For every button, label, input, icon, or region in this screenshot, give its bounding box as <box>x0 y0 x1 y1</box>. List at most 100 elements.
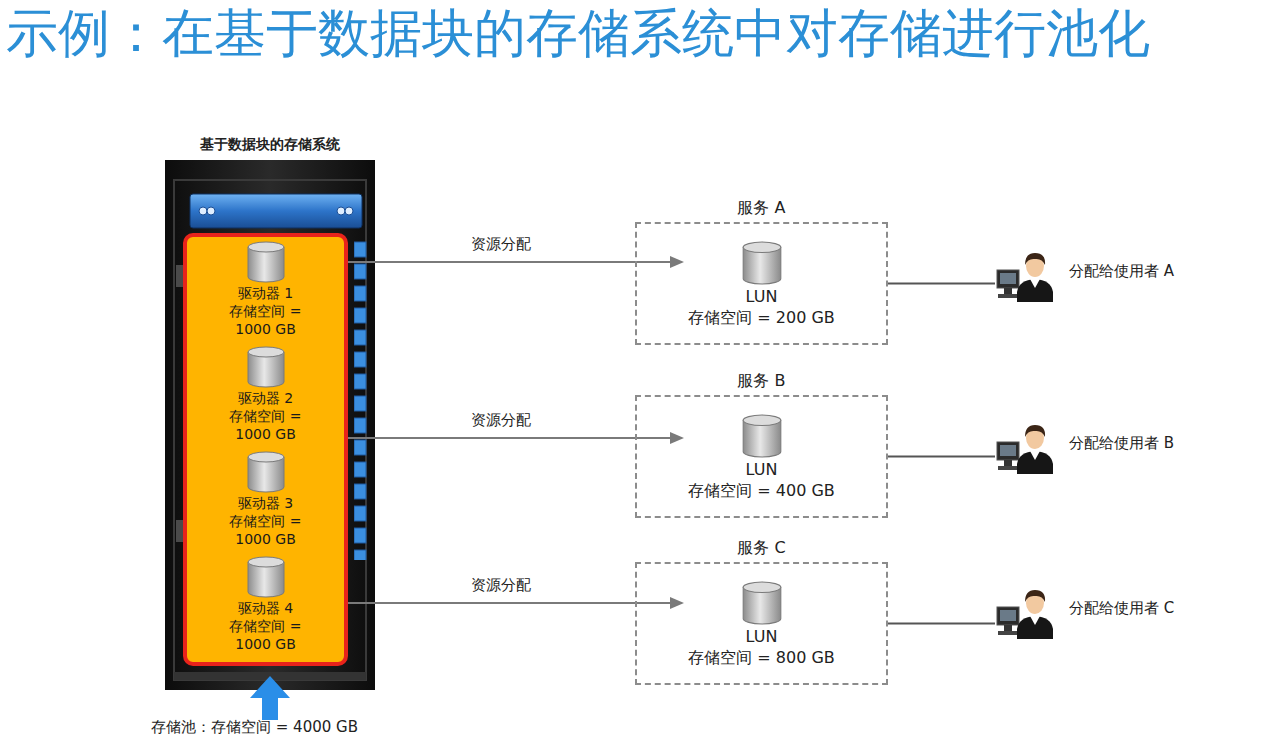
drive-top <box>743 582 781 592</box>
lun-text: 存储空间 = 800 GB <box>684 647 839 668</box>
lun-text: LUN <box>684 626 839 647</box>
person-hair <box>1025 253 1045 265</box>
drive-icon <box>246 450 286 494</box>
drive-node: 驱动器 3存储空间 = 1000 GB <box>187 450 344 555</box>
monitor-screen <box>1000 610 1016 621</box>
rack-node: 基于数据块的存储系统存储池：存储空间 = 4000 GB驱动器 1存储空间 = … <box>165 160 375 690</box>
monitor <box>997 270 1019 288</box>
rack-frame <box>174 180 366 680</box>
person-collar <box>1030 279 1040 288</box>
keyboard <box>998 631 1020 635</box>
connector-line <box>348 602 672 604</box>
connector <box>348 597 684 609</box>
drive-node: 驱动器 4存储空间 = 1000 GB <box>187 555 344 660</box>
arrow-head <box>670 256 684 268</box>
drive-text: 驱动器 4 <box>187 599 344 617</box>
drive-icon <box>246 555 286 599</box>
user-label: 分配给使用者 C <box>1069 598 1174 618</box>
drive-top <box>743 242 781 252</box>
connector-line <box>888 456 995 458</box>
user-node: 分配给使用者 A <box>995 248 1174 302</box>
edge-label: 资源分配 <box>468 575 534 595</box>
drive-text: 驱动器 2 <box>187 389 344 407</box>
arrow-head <box>670 432 684 444</box>
arrow-head <box>670 597 684 609</box>
system-heading: 基于数据块的存储系统 <box>165 134 375 154</box>
connector-line <box>888 283 995 285</box>
person-hair <box>1025 590 1045 602</box>
monitor-screen <box>1000 273 1016 284</box>
monitor-stand <box>1004 460 1012 466</box>
person-body <box>1017 451 1053 474</box>
lun-node: LUN存储空间 = 800 GB <box>684 580 839 668</box>
monitor <box>997 607 1019 625</box>
connector <box>348 432 684 444</box>
user-icon <box>995 248 1057 302</box>
rack-top-bar <box>190 194 362 228</box>
drive-text: 存储空间 = 1000 GB <box>216 512 316 548</box>
person-body <box>1017 279 1053 302</box>
lun-text: LUN <box>684 286 839 307</box>
drive-top <box>248 557 284 567</box>
person-collar <box>1030 616 1040 625</box>
lun-text: LUN <box>684 459 839 480</box>
drive-node: 驱动器 1存储空间 = 1000 GB <box>187 240 344 345</box>
user-label: 分配给使用者 A <box>1069 261 1174 281</box>
drive-top <box>248 347 284 357</box>
monitor <box>997 442 1019 460</box>
connector-line <box>888 623 995 625</box>
rack-body <box>165 160 375 690</box>
service-heading: 服务 C <box>637 537 886 559</box>
page-title: 示例：在基于数据块的存储系统中对存储进行池化 <box>6 2 1150 64</box>
connector <box>348 256 684 268</box>
service-heading: 服务 A <box>637 197 886 219</box>
rack-bar-knob <box>345 207 353 215</box>
person-collar <box>1030 451 1040 460</box>
rack-bar-knob <box>199 207 207 215</box>
drive-text: 驱动器 1 <box>187 284 344 302</box>
drive-text: 存储空间 = 1000 GB <box>216 302 316 338</box>
service-heading: 服务 B <box>637 370 886 392</box>
drive-text: 存储空间 = 1000 GB <box>216 617 316 653</box>
connector <box>888 623 995 624</box>
lun-node: LUN存储空间 = 400 GB <box>684 413 839 501</box>
lun-text: 存储空间 = 400 GB <box>684 480 839 501</box>
svc-node: 服务 CLUN存储空间 = 800 GB <box>635 562 888 685</box>
user-node: 分配给使用者 C <box>995 585 1174 639</box>
monitor-screen <box>1000 445 1016 456</box>
person-hair <box>1025 425 1045 437</box>
pool-caption: 存储池：存储空间 = 4000 GB <box>151 718 358 736</box>
keyboard <box>998 466 1020 470</box>
pool-pointer-arrow <box>250 676 290 720</box>
drive-icon <box>740 580 784 626</box>
drive-text: 存储空间 = 1000 GB <box>216 407 316 443</box>
drive-top <box>248 452 284 462</box>
drive-icon <box>740 240 784 286</box>
monitor-stand <box>1004 625 1012 631</box>
monitor-stand <box>1004 288 1012 294</box>
user-node: 分配给使用者 B <box>995 420 1174 474</box>
drive-icon <box>740 413 784 459</box>
svc-node: 服务 ALUN存储空间 = 200 GB <box>635 222 888 345</box>
rack-led-column <box>354 240 372 560</box>
connector-line <box>348 261 672 263</box>
user-label: 分配给使用者 B <box>1069 433 1174 453</box>
drive-text: 驱动器 3 <box>187 494 344 512</box>
connector-line <box>348 437 672 439</box>
edge-label: 资源分配 <box>468 234 534 254</box>
drive-top <box>248 242 284 252</box>
connector <box>888 283 995 284</box>
drive-node: 驱动器 2存储空间 = 1000 GB <box>187 345 344 450</box>
lun-text: 存储空间 = 200 GB <box>684 307 839 328</box>
connector <box>888 456 995 457</box>
svc-node: 服务 BLUN存储空间 = 400 GB <box>635 395 888 518</box>
user-icon <box>995 585 1057 639</box>
person-body <box>1017 616 1053 639</box>
edge-label: 资源分配 <box>468 410 534 430</box>
rack-bar-knob <box>337 207 345 215</box>
user-icon <box>995 420 1057 474</box>
drive-icon <box>246 240 286 284</box>
drive-icon <box>246 345 286 389</box>
lun-node: LUN存储空间 = 200 GB <box>684 240 839 328</box>
rack-bar-knob <box>207 207 215 215</box>
